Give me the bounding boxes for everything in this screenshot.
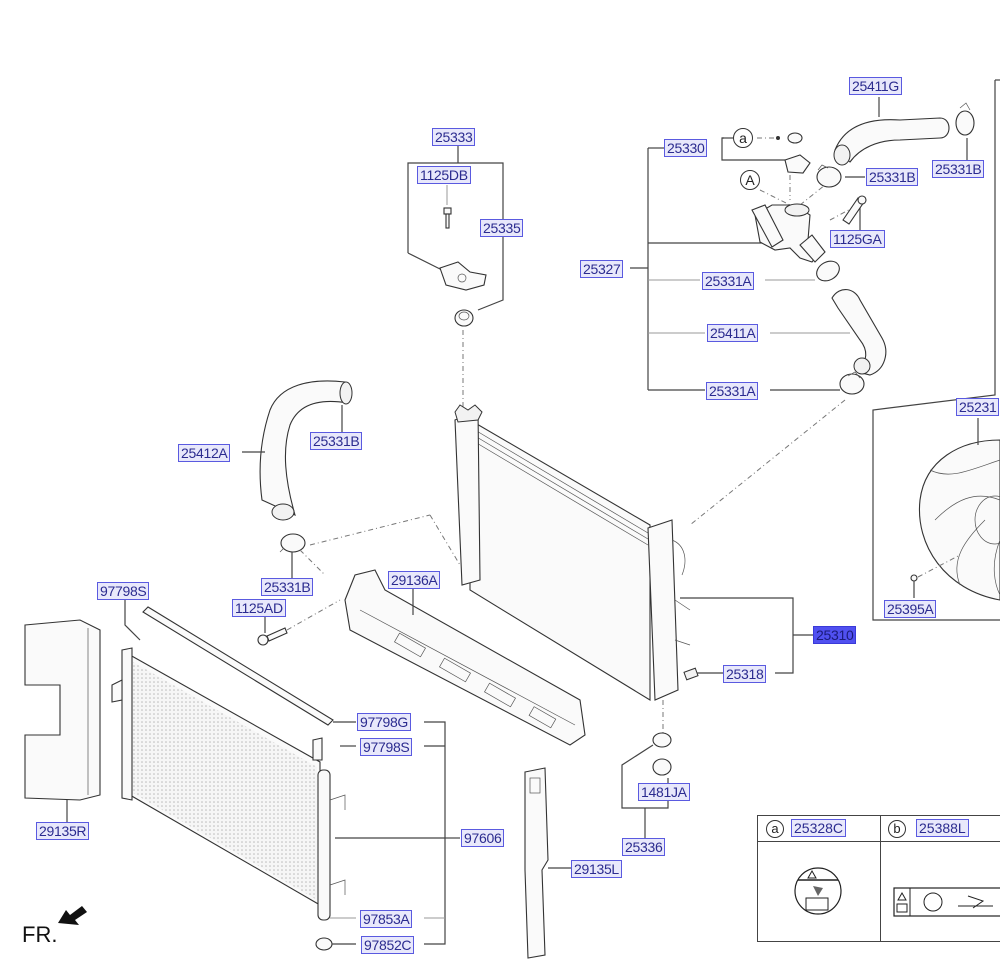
part-label-1481JA[interactable]: 1481JA [638,783,690,801]
part-label-25331A-upper[interactable]: 25331A [702,272,755,290]
part-label-1125GA[interactable]: 1125GA [830,230,885,248]
caution-cap-label-icon [794,867,842,915]
part-label-25331B-thermostat[interactable]: 25331B [866,168,919,186]
part-label-25331B-left[interactable]: 25331B [310,432,363,450]
legend-key-a: a [766,820,784,838]
hose-25411A-drawing [831,289,887,376]
part-label-97852C[interactable]: 97852C [361,936,415,954]
screw-25395A-drawing [910,554,961,598]
part-label-25411A[interactable]: 25411A [707,324,759,342]
hose-25411G-drawing [833,117,950,166]
legend-part-25328C[interactable]: 25328C [791,819,847,837]
condenser-97606-drawing [111,647,460,951]
callout-a: a [733,128,753,148]
part-label-25327[interactable]: 25327 [580,260,624,278]
callout-A: A [740,170,760,190]
part-label-1125DB[interactable]: 1125DB [417,166,471,184]
legend-column-divider [880,816,881,941]
air-guard-29135R-drawing [24,619,101,822]
part-label-25331A-lower[interactable]: 25331A [706,382,759,400]
part-label-29135R[interactable]: 29135R [36,822,90,840]
part-label-97853A[interactable]: 97853A [360,910,413,928]
part-label-25335[interactable]: 25335 [480,219,524,237]
clamp-25331B-thermo-drawing [816,164,842,188]
caution-fan-label-icon [893,887,1000,917]
gasket-drawing [784,154,811,174]
air-guard-29136A-drawing [344,569,586,746]
air-guard-29135L-drawing [524,767,572,959]
part-label-25330[interactable]: 25330 [664,139,708,157]
part-label-97798S-top[interactable]: 97798S [97,582,150,600]
hose-25412A-drawing [242,380,353,521]
clamp-25331B-lower-drawing [279,514,461,578]
label-legend-table: a 25328C b 25388L [757,815,1000,942]
part-label-25310-selected[interactable]: 25310 [813,626,857,644]
leader-lines-25333 [407,146,504,408]
clamp-25331B-drawing [955,102,975,136]
radiator-25310-drawing [454,404,813,701]
part-label-25331B-top-right[interactable]: 25331B [932,160,985,178]
clamp-25331A-upper-drawing [816,260,840,282]
part-label-25331B-lower[interactable]: 25331B [261,578,314,596]
legend-key-b: b [888,820,906,838]
part-label-29136A[interactable]: 29136A [388,571,441,589]
o-ring-a-drawing [776,132,803,144]
part-label-25412A[interactable]: 25412A [178,444,231,462]
legend-part-25388L[interactable]: 25388L [916,819,969,837]
thermostat-housing-drawing [751,203,826,263]
clamp-25331A-lower-drawing [839,371,865,395]
part-label-25336[interactable]: 25336 [622,838,666,856]
legend-icons [794,867,1000,917]
part-label-97606[interactable]: 97606 [461,829,505,847]
bolt-1125AD-drawing [257,599,341,646]
fan-shroud-frame [872,79,1000,621]
bolt-1125GA-drawing [842,195,867,225]
part-label-97798G[interactable]: 97798G [357,713,412,731]
part-label-25231[interactable]: 25231 [956,398,1000,416]
part-label-25411G[interactable]: 25411G [849,77,902,95]
seal-97798S-drawing [124,598,356,726]
front-direction-arrow-icon [58,906,87,925]
part-label-97798S[interactable]: 97798S [360,738,413,756]
part-label-29135L[interactable]: 29135L [571,860,622,878]
legend-header-row [758,816,1000,842]
bolt-1125DB-drawing [443,207,452,229]
bracket-25335-drawing [439,261,487,291]
insulator-25333-drawing [454,309,474,327]
drain-plug-and-lower-mount [621,700,672,838]
front-direction-label: FR. [22,922,58,947]
part-label-1125AD[interactable]: 1125AD [232,599,286,617]
part-label-25318[interactable]: 25318 [723,665,767,683]
part-label-25395A[interactable]: 25395A [884,600,937,618]
part-label-25333[interactable]: 25333 [432,128,476,146]
fan-25231-drawing [918,418,1000,601]
